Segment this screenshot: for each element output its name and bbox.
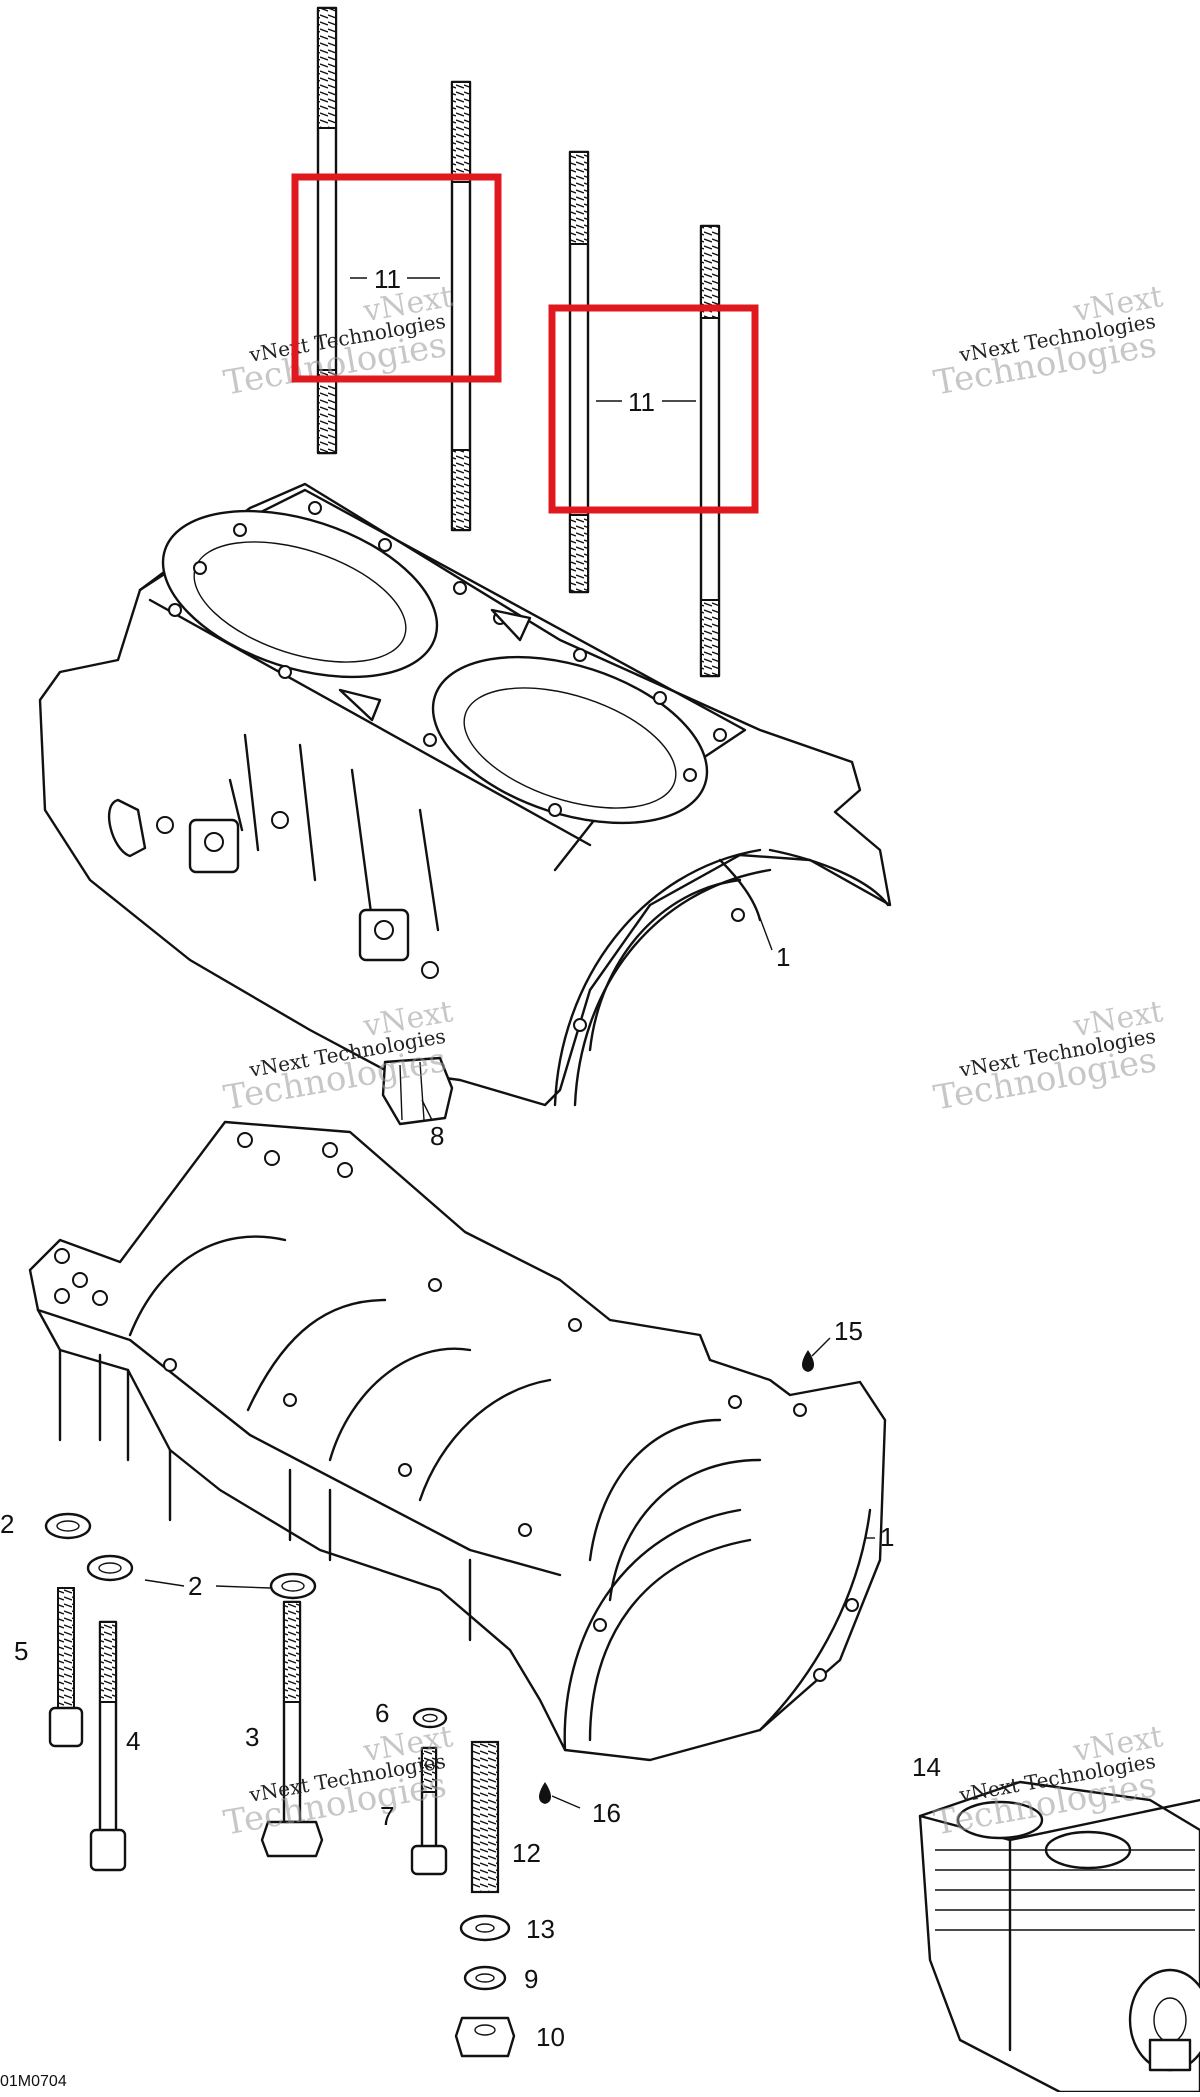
bolt-5 — [48, 1587, 84, 1748]
lock-washer-9 — [463, 1965, 507, 1991]
callout-6: 6 — [375, 1698, 389, 1728]
stud-11-a — [316, 6, 338, 455]
bolt-7 — [410, 1746, 448, 1876]
washer-2-c — [269, 1572, 317, 1600]
lower-crankcase — [28, 1120, 887, 1762]
callout-15: 15 — [834, 1316, 863, 1346]
callout-3: 3 — [245, 1722, 259, 1752]
nut-10 — [454, 2016, 516, 2058]
sealant-drop-16 — [539, 1782, 551, 1804]
stud-11-b — [450, 80, 472, 532]
reference-code: 01M0704 — [0, 2073, 67, 2090]
washer-2-b — [86, 1554, 134, 1582]
fitting-8 — [381, 1056, 454, 1126]
washer-2-a — [44, 1512, 92, 1540]
callout-9: 9 — [524, 1964, 538, 1994]
highlight-box — [548, 304, 759, 514]
stud-12 — [470, 1740, 500, 1894]
washer-13 — [459, 1914, 511, 1942]
callout-10: 10 — [536, 2022, 565, 2052]
callout-1: 1 — [776, 942, 790, 972]
highlight-box — [291, 173, 502, 383]
bolt-3 — [260, 1600, 324, 1858]
stud-11-c — [568, 150, 590, 594]
callout-2: 2 — [188, 1571, 202, 1601]
callout-16: 16 — [592, 1798, 621, 1828]
leader-lines — [144, 277, 875, 1809]
callout-labels: 11 11 1 1 8 15 2 2 5 4 3 6 7 16 12 13 9 … — [0, 264, 941, 2052]
upper-crankcase — [38, 482, 892, 1107]
engine-thumbnail-14 — [918, 1780, 1200, 2094]
bolt-4 — [89, 1620, 127, 1872]
callout-11: 11 — [628, 387, 655, 417]
callout-13: 13 — [526, 1914, 555, 1944]
callout-5: 5 — [14, 1636, 28, 1666]
stud-11-d — [699, 224, 721, 678]
callout-2: 2 — [0, 1509, 14, 1539]
sealant-drop-15 — [802, 1350, 814, 1372]
callout-14: 14 — [912, 1752, 941, 1782]
callout-1: 1 — [880, 1522, 894, 1552]
callout-8: 8 — [430, 1121, 444, 1151]
callout-12: 12 — [512, 1838, 541, 1868]
callout-11: 11 — [374, 264, 401, 294]
callout-7: 7 — [380, 1801, 394, 1831]
callout-4: 4 — [126, 1726, 140, 1756]
washer-6 — [412, 1707, 448, 1729]
